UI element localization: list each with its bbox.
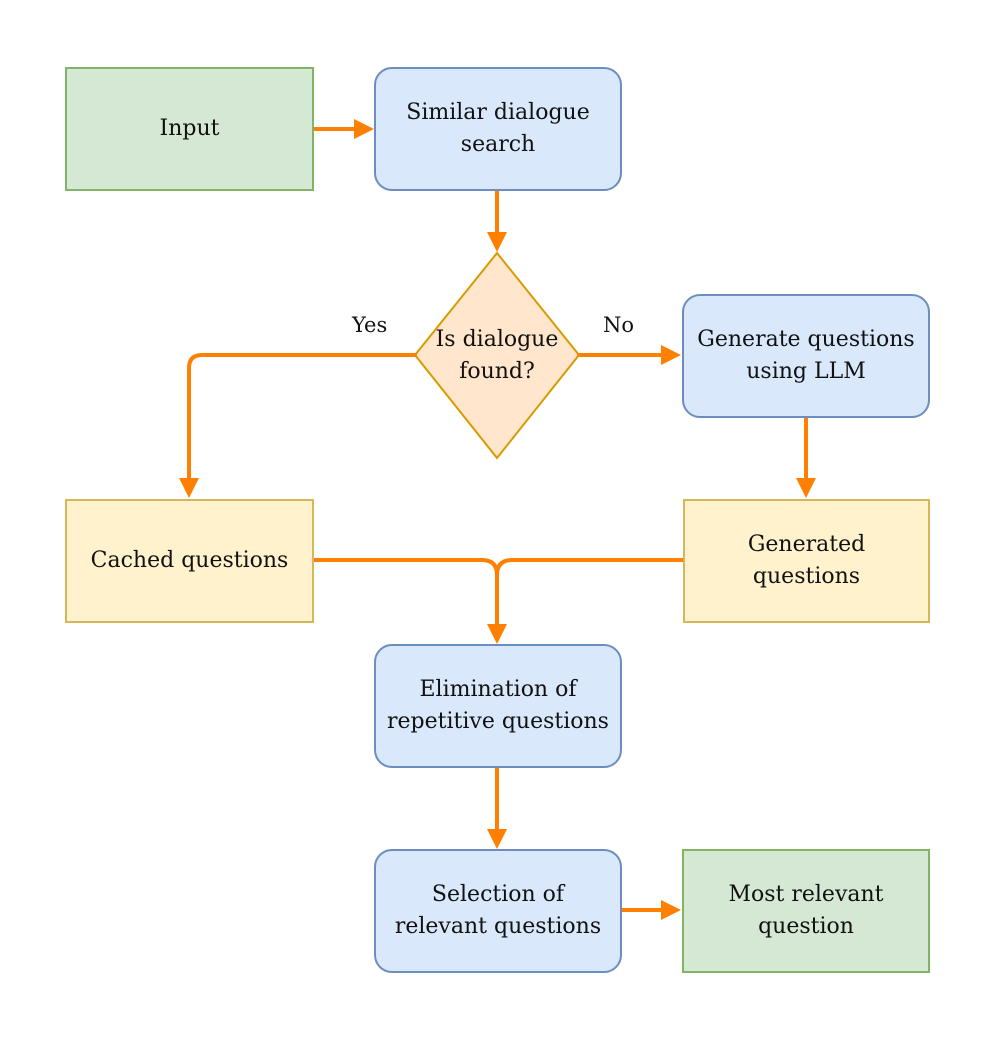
generated-questions-node: Generated questions	[683, 499, 930, 623]
arrowhead-selection	[487, 829, 507, 849]
generate-questions-label: Generate questions using LLM	[697, 327, 915, 384]
decision-diamond	[413, 251, 581, 460]
elimination-node: Elimination of repetitive questions	[374, 644, 622, 768]
arrowhead-search	[354, 119, 374, 139]
most-relevant-question-label: Most relevant question	[728, 882, 884, 939]
arrowhead-decision	[487, 232, 507, 252]
arrowhead-generated	[796, 478, 816, 498]
selection-label: Selection of relevant questions	[394, 882, 602, 939]
yes-label: Yes	[352, 313, 388, 337]
input-node-label: Input	[159, 116, 220, 141]
similar-dialogue-search-node: Similar dialogue search	[374, 67, 622, 191]
generated-questions-label: Generated questions	[747, 532, 866, 589]
similar-dialogue-search-label: Similar dialogue search	[406, 100, 590, 157]
arrowhead-cached	[179, 478, 199, 498]
elimination-label: Elimination of repetitive questions	[387, 677, 609, 734]
input-node: Input	[65, 67, 314, 191]
arrow-decision-to-cached	[187, 353, 417, 482]
cached-questions-node: Cached questions	[65, 499, 314, 623]
selection-node: Selection of relevant questions	[374, 849, 622, 973]
arrow-cached-to-elimination	[312, 558, 499, 630]
generate-questions-node: Generate questions using LLM	[682, 294, 930, 418]
arrowhead-most-relevant	[661, 900, 681, 920]
most-relevant-question-node: Most relevant question	[682, 849, 930, 973]
arrow-generated-to-elimination	[495, 558, 685, 577]
arrowhead-generate	[661, 345, 681, 365]
decision-label-box: Is dialogue found?	[430, 320, 564, 392]
arrowhead-elimination	[487, 624, 507, 644]
no-label: No	[603, 313, 635, 337]
decision-label: Is dialogue found?	[435, 327, 559, 384]
cached-questions-label: Cached questions	[90, 548, 289, 573]
